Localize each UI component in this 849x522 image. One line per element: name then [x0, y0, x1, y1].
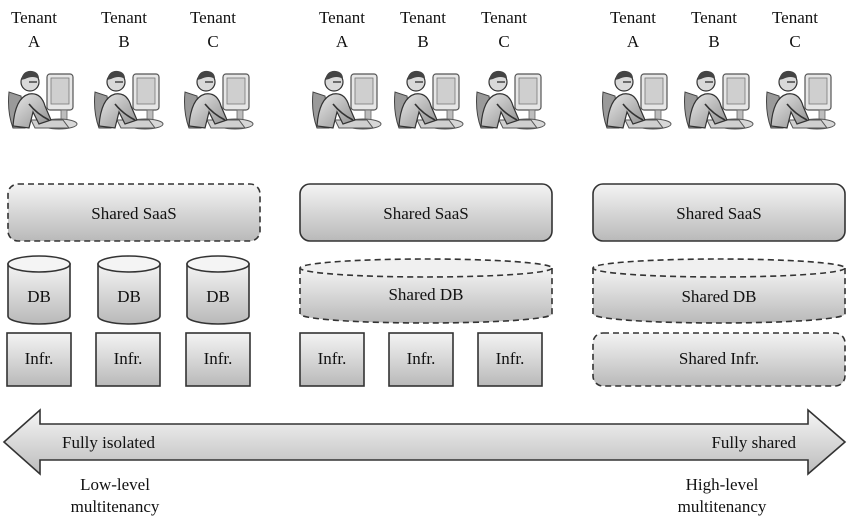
- group1-infra-box-c: [185, 332, 251, 387]
- group1-infra-a-label: Infr.: [24, 349, 54, 368]
- group2-infra-box-b: [388, 332, 454, 387]
- group1-infra-b-label: Infr.: [113, 349, 143, 368]
- person-at-computer-icon-g3-c: [765, 70, 836, 130]
- group1-tenant-a-letter: A: [27, 32, 41, 51]
- person-at-computer-icon-g1-a: [7, 70, 78, 130]
- group1-shared-saas-box: [7, 183, 261, 242]
- group1-db-cylinder-top-a: [7, 255, 71, 273]
- group3-shared-saas-box: [592, 183, 846, 242]
- group1-tenant-b-letter: B: [118, 32, 130, 51]
- group1-infra-box-a: [6, 332, 72, 387]
- group3-tenant-a-letter: A: [626, 32, 640, 51]
- group1-infra-c-label: Infr.: [203, 349, 233, 368]
- group1-tenant-c-letter: C: [207, 32, 219, 51]
- group2-infra-a-label: Infr.: [317, 349, 347, 368]
- group2-infra-box-a: [299, 332, 365, 387]
- caption-high-level-line2: multitenancy: [677, 497, 767, 516]
- person-at-computer-icon-g1-b: [93, 70, 164, 130]
- isolation-spectrum-arrow: [2, 408, 847, 476]
- person-at-computer-icon-g2-a: [311, 70, 382, 130]
- group1-db-cylinder-top-c: [186, 255, 250, 273]
- group1-tenant-a-label: Tenant: [10, 8, 57, 27]
- group1-infra-box-b: [95, 332, 161, 387]
- arrow-right-label: Fully shared: [711, 433, 796, 452]
- group1-db-c-label: DB: [206, 287, 230, 306]
- group3-tenant-c-letter: C: [789, 32, 801, 51]
- group2-shared-db-label: Shared DB: [388, 285, 464, 304]
- group2-tenant-b-label: Tenant: [399, 8, 446, 27]
- group1-db-b-label: DB: [117, 287, 141, 306]
- group1-db-cylinder-a: [7, 263, 71, 325]
- caption-high-level-line1: High-level: [685, 475, 759, 494]
- person-at-computer-icon-g1-c: [183, 70, 254, 130]
- group2-infra-c-label: Infr.: [495, 349, 525, 368]
- person-at-computer-icon-g2-c: [475, 70, 546, 130]
- group2-shared-saas-box: [299, 183, 553, 242]
- group3-shared-db-label: Shared DB: [681, 287, 757, 306]
- caption-low-level-line1: Low-level: [80, 475, 150, 494]
- group2-tenant-b-letter: B: [417, 32, 429, 51]
- group3-shared-infra-label: Shared Infr.: [678, 349, 760, 368]
- person-at-computer-icon-g3-a: [601, 70, 672, 130]
- group2-tenant-a-label: Tenant: [318, 8, 365, 27]
- group1-db-cylinder-c: [186, 263, 250, 325]
- group2-tenant-a-letter: A: [335, 32, 349, 51]
- person-at-computer-icon-g3-b: [683, 70, 754, 130]
- group3-shared-db-cylinder-top: [592, 258, 846, 278]
- group1-shared-saas-label: Shared SaaS: [91, 204, 177, 223]
- group3-shared-saas-label: Shared SaaS: [676, 204, 762, 223]
- group1-tenant-c-label: Tenant: [189, 8, 236, 27]
- person-at-computer-icon-g2-b: [393, 70, 464, 130]
- group3-shared-db-cylinder: [592, 267, 846, 324]
- group3-shared-infra-box: [592, 332, 846, 387]
- group3-tenant-b-letter: B: [708, 32, 720, 51]
- group2-shared-saas-label: Shared SaaS: [383, 204, 469, 223]
- group1-db-cylinder-top-b: [97, 255, 161, 273]
- group2-infra-b-label: Infr.: [406, 349, 436, 368]
- group2-tenant-c-letter: C: [498, 32, 510, 51]
- arrow-left-label: Fully isolated: [62, 433, 156, 452]
- group1-tenant-b-label: Tenant: [100, 8, 147, 27]
- group1-db-a-label: DB: [27, 287, 51, 306]
- group2-shared-db-cylinder-top: [299, 258, 553, 278]
- group3-tenant-c-label: Tenant: [771, 8, 818, 27]
- caption-low-level-line2: multitenancy: [70, 497, 160, 516]
- group3-tenant-a-label: Tenant: [609, 8, 656, 27]
- group2-tenant-c-label: Tenant: [480, 8, 527, 27]
- group3-tenant-b-label: Tenant: [690, 8, 737, 27]
- group2-shared-db-cylinder: [299, 267, 553, 324]
- group2-infra-box-c: [477, 332, 543, 387]
- group1-db-cylinder-b: [97, 263, 161, 325]
